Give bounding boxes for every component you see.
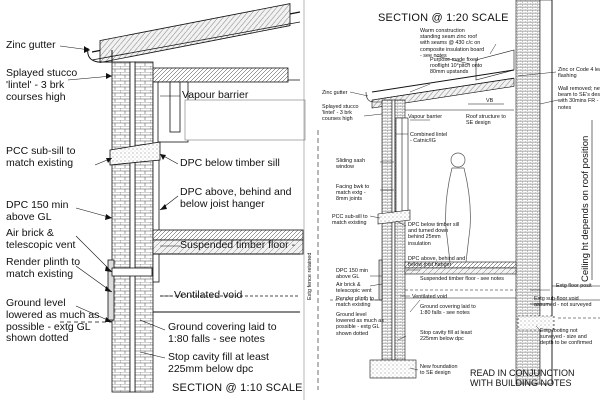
person-figure bbox=[445, 152, 471, 263]
label-air-brick: Air brick & telescopic vent bbox=[6, 227, 76, 251]
right-section-detail bbox=[317, 0, 600, 390]
label-r-render-plinth: Render plinth to match existing bbox=[336, 296, 375, 309]
label-r-stop-cavity: Stop cavity fill at least 225mm below dp… bbox=[420, 330, 472, 343]
label-r-ventilated-void: Ventilated void bbox=[412, 294, 448, 300]
label-render-plinth: Render plinth to match existing bbox=[6, 256, 81, 280]
label-roof-structure: Roof structure to SE design bbox=[466, 114, 506, 127]
label-r-pcc-sub-sill: PCC sub-sill to match existing bbox=[332, 214, 368, 227]
label-r-dpc-above: DPC above, behind and below joist hanger bbox=[408, 256, 466, 269]
label-facing-bwk: Facing bwk to match extg - 8mm joints bbox=[336, 184, 370, 203]
label-ground-level: Ground level lowered as much as possible… bbox=[6, 297, 100, 345]
label-dpc-above: DPC above, behind and below joist hanger bbox=[180, 186, 292, 210]
label-dpc-below-sill: DPC below timber sill bbox=[180, 157, 280, 169]
label-r-vapour-barrier: Vapour barrier bbox=[408, 114, 443, 120]
label-pcc-sub-sill: PCC sub-sill to match existing bbox=[6, 145, 76, 169]
label-stop-cavity: Stop cavity fill at least 225mm below dp… bbox=[168, 351, 269, 375]
label-read-note: READ IN CONJUNCTION WITH BUILDING NOTES bbox=[470, 368, 575, 389]
label-r-zinc-gutter: Zinc gutter bbox=[322, 90, 348, 96]
label-vb: VB bbox=[486, 98, 494, 104]
label-sliding-sash: Sliding sash window bbox=[336, 158, 366, 171]
label-zinc-lead: Zinc or Code 4 lead flashing bbox=[558, 67, 600, 80]
label-splayed-stucco: Splayed stucco 'lintel' - 3 brk courses … bbox=[6, 67, 78, 103]
label-suspended-floor: Suspended timber floor - bbox=[180, 239, 295, 251]
label-wall-removed: Wall removed; new beam to SE's design wi… bbox=[558, 86, 600, 111]
label-extg-sub-floor: Extg sub-floor void assumed - not survey… bbox=[534, 296, 592, 309]
label-r-suspended-floor: Suspended timber floor - see notes bbox=[420, 276, 504, 282]
right-scale-title: SECTION @ 1:20 SCALE bbox=[378, 12, 509, 24]
label-r-air-brick: Air brick & telescopic vent bbox=[336, 282, 372, 295]
label-warm-construction: Warm construction standing seam zinc roo… bbox=[420, 28, 485, 59]
label-ground-covering: Ground covering laid to 1:80 falls - see… bbox=[168, 321, 277, 345]
label-zinc-gutter: Zinc gutter bbox=[6, 39, 56, 51]
left-scale-title: SECTION @ 1:10 SCALE bbox=[172, 382, 303, 394]
label-new-foundation: New foundation to SE design bbox=[420, 364, 458, 377]
label-r-ground-level: Ground level lowered as much as possible… bbox=[336, 312, 384, 337]
label-combined-lintel: Combined lintel - Catnic/IG bbox=[410, 132, 448, 145]
label-ceiling-ht: Ceiling ht depends on roof position bbox=[580, 135, 591, 282]
label-extg-footing: Extg footing not surveyed - size and dep… bbox=[540, 328, 593, 347]
label-extg-floor-posit: Extg floor posit bbox=[556, 283, 592, 289]
label-r-dpc-below-sill: DPC below timber sill and turned down be… bbox=[408, 222, 460, 247]
label-r-ground-covering: Ground covering laid to 1:80 falls - see… bbox=[420, 304, 476, 317]
label-extg-fence: Extg fence retained bbox=[307, 252, 313, 300]
label-vapour-barrier: Vapour barrier bbox=[182, 89, 249, 101]
label-dpc-150: DPC 150 min above GL bbox=[6, 199, 69, 223]
left-section-detail bbox=[59, 0, 306, 400]
label-r-dpc-150: DPC 150 min above GL bbox=[336, 268, 369, 281]
label-ventilated-void: Ventilated void bbox=[174, 289, 243, 301]
label-r-splayed-stucco: Splayed stucco 'lintel' - 3 brk courses … bbox=[322, 104, 359, 123]
label-purpose-made: Purpose made fixed rooflight 10°pitch on… bbox=[430, 57, 483, 76]
